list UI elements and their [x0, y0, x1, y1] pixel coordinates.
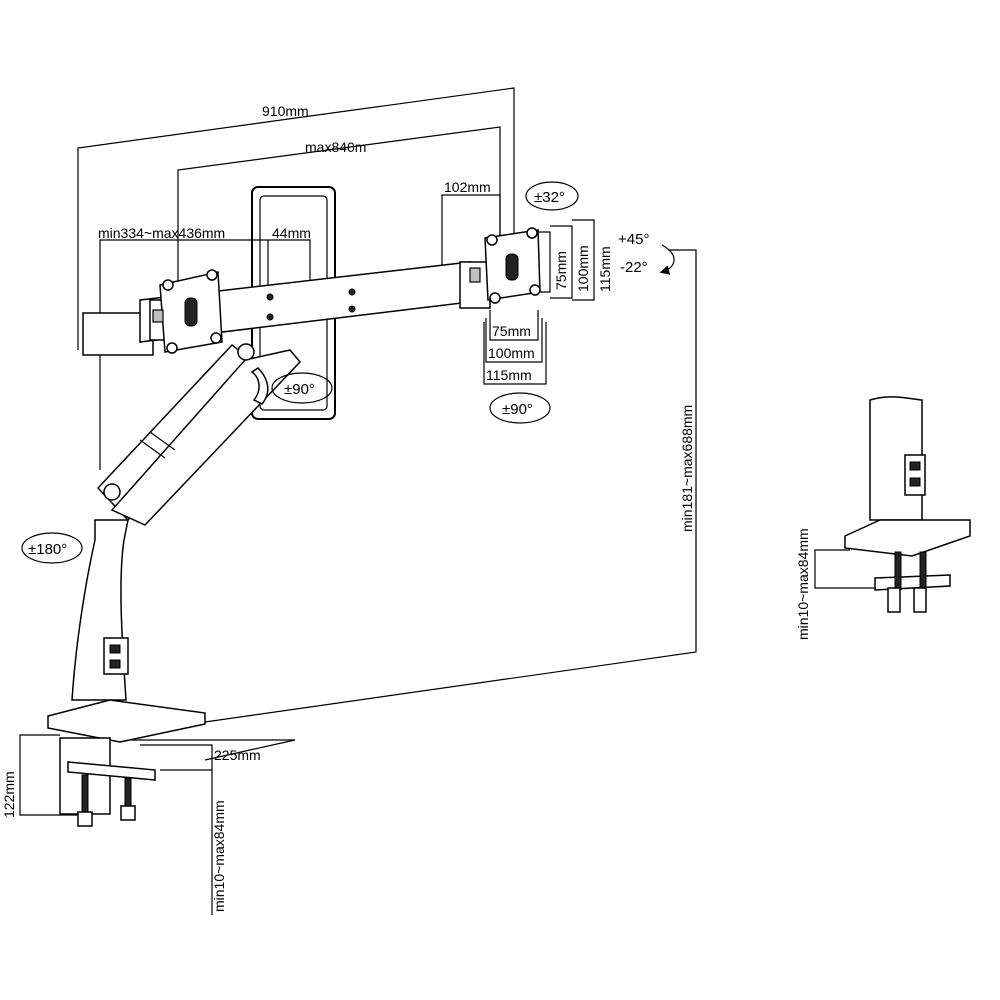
- tilt-up-label: +45°: [618, 231, 649, 248]
- vesa-offset-label: 102mm: [444, 179, 491, 195]
- max-bar-width-label: max840m: [305, 139, 366, 155]
- pole: [71, 519, 129, 701]
- vesa-horizontal-75-label: 75mm: [492, 323, 531, 339]
- arm-reach-label: min334~max436mm: [98, 225, 225, 241]
- detail-clamp: [844, 396, 971, 613]
- tilt-down-label: -22°: [620, 259, 648, 276]
- vesa-vertical-75-label: 75mm: [553, 251, 569, 290]
- vesa-vertical-100-label: 100mm: [575, 245, 591, 292]
- head-swivel-label: ±32°: [534, 189, 565, 206]
- vesa-horizontal-115-label: 115mm: [486, 367, 532, 383]
- left-vesa-head: [149, 269, 223, 354]
- clamp-height-label: 122mm: [1, 771, 17, 818]
- gas-spring-arm: [96, 343, 302, 526]
- head-rotation-center-label: ±90°: [284, 381, 315, 398]
- vesa-vertical-115-label: 115mm: [597, 246, 613, 292]
- main-clamp: [47, 699, 206, 827]
- vesa-horizontal-100-label: 100mm: [488, 345, 535, 361]
- pole-offset-label: 44mm: [272, 225, 311, 241]
- crossbar: [82, 261, 471, 356]
- height-range-label: min181~max688mm: [679, 405, 695, 532]
- total-width-label: 910mm: [262, 103, 309, 119]
- base-rotation-label: ±180°: [28, 541, 67, 558]
- base-depth-label: 225mm: [214, 747, 261, 763]
- rotation-indicators: [21, 181, 675, 564]
- right-vesa-head: [459, 227, 541, 309]
- desk-thickness-detail-label: min10~max84mm: [795, 528, 811, 640]
- desk-thickness-main-label: min10~max84mm: [211, 800, 227, 912]
- head-rotation-right-label: ±90°: [502, 401, 533, 418]
